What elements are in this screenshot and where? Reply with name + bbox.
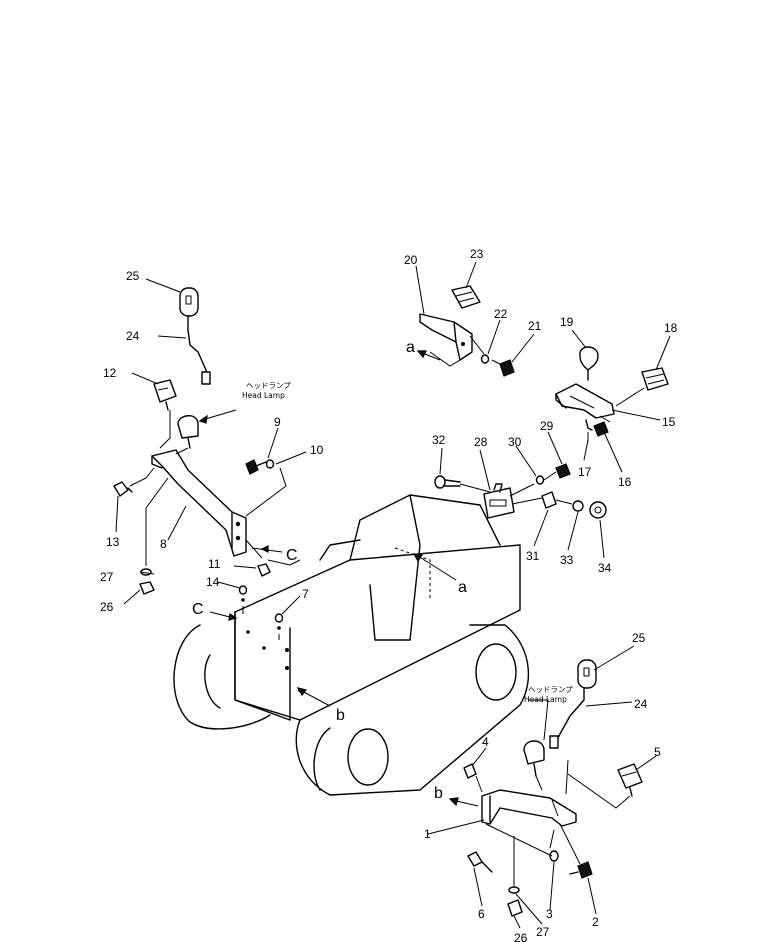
label-part-6: 6 xyxy=(478,907,485,921)
view-reference-letters: a a b b C C xyxy=(192,339,467,802)
label-part-12: 12 xyxy=(103,366,117,380)
headlamp-callout-right: ヘッドランプ Head Lamp xyxy=(524,685,573,704)
ref-c-left: C xyxy=(192,601,204,618)
label-part-11: 11 xyxy=(208,557,221,571)
label-part-5: 5 xyxy=(654,745,661,759)
label-part-21: 21 xyxy=(528,319,542,333)
label-part-25-left: 25 xyxy=(126,269,140,283)
label-part-7: 7 xyxy=(302,587,309,601)
label-part-20: 20 xyxy=(404,253,418,267)
label-part-2: 2 xyxy=(592,915,599,929)
label-part-22: 22 xyxy=(494,307,508,321)
label-part-1: 1 xyxy=(424,827,431,841)
label-part-32: 32 xyxy=(432,433,446,447)
label-part-18: 18 xyxy=(664,321,678,335)
leader-lines xyxy=(115,261,671,929)
part-number-labels: 25 24 12 9 10 13 8 11 14 27 26 7 20 23 2… xyxy=(100,247,678,942)
label-part-14: 14 xyxy=(206,575,220,589)
headlamp-assembly-left xyxy=(113,287,301,640)
label-part-29: 29 xyxy=(540,419,554,433)
label-part-24-right: 24 xyxy=(634,697,648,711)
ref-b-body: b xyxy=(336,707,345,724)
label-part-8: 8 xyxy=(160,537,167,551)
label-part-26-left: 26 xyxy=(100,600,114,614)
label-part-3: 3 xyxy=(546,907,553,921)
headlamp-jp-right: ヘッドランプ xyxy=(528,685,573,694)
label-part-31: 31 xyxy=(526,549,540,563)
label-part-24-left: 24 xyxy=(126,329,140,343)
headlamp-callout-left: ヘッドランプ Head Lamp xyxy=(242,381,291,400)
label-part-4: 4 xyxy=(482,735,489,749)
label-part-23: 23 xyxy=(470,247,484,261)
label-part-34: 34 xyxy=(598,561,612,575)
ref-a-body: a xyxy=(458,579,467,596)
label-part-28: 28 xyxy=(474,435,488,449)
label-part-19: 19 xyxy=(560,315,574,329)
center-bracket-assembly xyxy=(412,463,607,581)
label-part-9: 9 xyxy=(274,415,281,429)
headlamp-jp-left: ヘッドランプ xyxy=(246,381,291,390)
rear-lamp-bracket-right xyxy=(555,346,669,442)
label-part-26-right: 26 xyxy=(514,931,528,942)
headlamp-en-right: Head Lamp xyxy=(524,695,567,704)
label-part-30: 30 xyxy=(508,435,522,449)
label-part-16: 16 xyxy=(618,475,632,489)
label-part-15: 15 xyxy=(662,415,676,429)
label-part-17: 17 xyxy=(578,465,592,479)
label-part-27-left: 27 xyxy=(100,570,114,584)
ref-b-bracket: b xyxy=(434,785,443,802)
label-part-13: 13 xyxy=(106,535,120,549)
headlamp-en-left: Head Lamp xyxy=(242,391,285,400)
ref-c-bracket: C xyxy=(286,547,298,564)
ref-a-top: a xyxy=(406,339,415,356)
label-part-33: 33 xyxy=(560,553,574,567)
label-part-27-right: 27 xyxy=(536,925,550,939)
label-part-10: 10 xyxy=(310,443,324,457)
rear-lamp-bracket-top xyxy=(416,285,515,377)
label-part-25-right: 25 xyxy=(632,631,646,645)
crawler-machine-outline xyxy=(173,494,530,796)
